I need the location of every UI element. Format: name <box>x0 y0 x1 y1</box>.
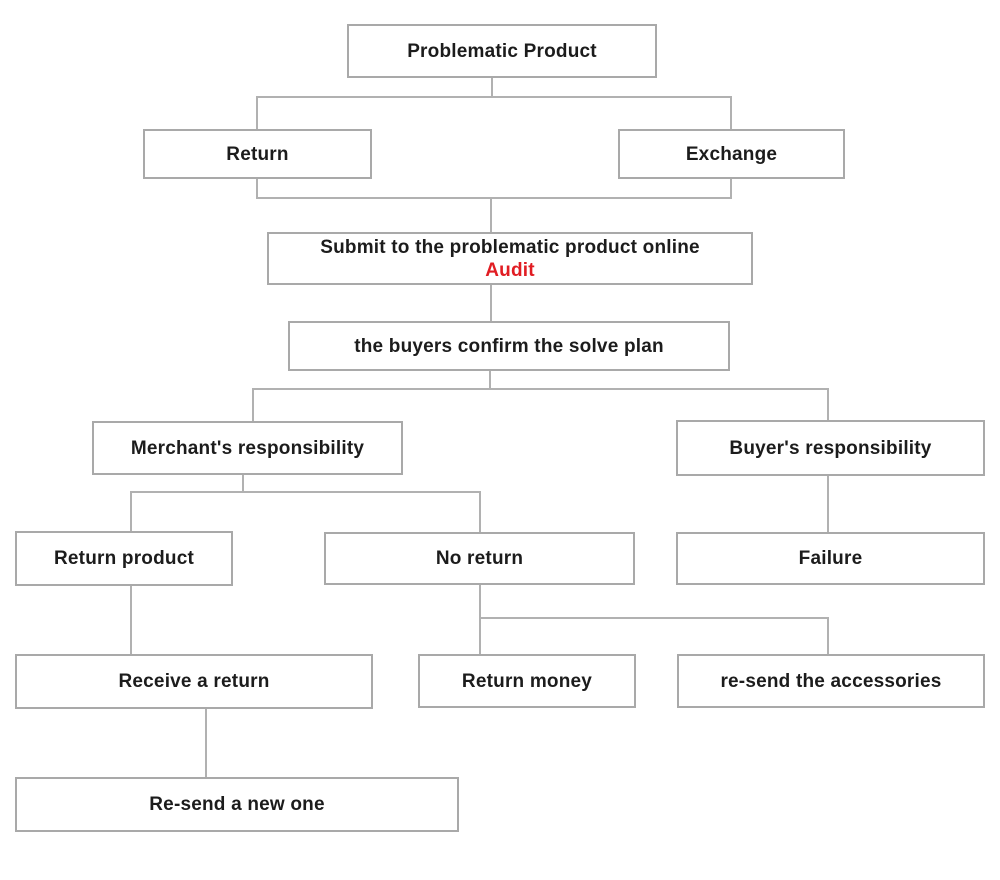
node-buyers-confirm: the buyers confirm the solve plan <box>288 321 730 371</box>
connector <box>490 285 492 322</box>
connector <box>827 476 829 533</box>
connector <box>205 709 207 778</box>
node-submit-audit: Submit to the problematic product online… <box>267 232 753 285</box>
connector <box>256 197 732 199</box>
node-label: Re-send a new one <box>149 794 325 815</box>
node-merchant-responsibility: Merchant's responsibility <box>92 421 403 475</box>
connector <box>252 388 829 390</box>
node-label: Return product <box>53 548 194 569</box>
node-label: Buyer's responsibility <box>729 437 932 459</box>
node-label: Problematic Product <box>407 40 597 62</box>
connector <box>490 197 492 233</box>
node-no-return: No return <box>324 532 635 585</box>
connector <box>489 371 491 389</box>
connector <box>730 179 732 199</box>
connector <box>256 96 258 130</box>
connector <box>256 179 258 199</box>
node-label: Return <box>226 143 289 165</box>
connector <box>479 585 481 655</box>
node-exchange: Exchange <box>618 129 845 179</box>
connector <box>252 388 254 422</box>
connector <box>730 96 732 130</box>
node-resend-accessories: re-send the accessories <box>677 654 985 708</box>
node-label: Failure <box>798 548 863 569</box>
node-problematic-product: Problematic Product <box>347 24 657 78</box>
node-label: re-send the accessories <box>720 670 942 692</box>
node-label: No return <box>435 548 524 569</box>
node-label: Receive a return <box>118 671 270 692</box>
connector <box>130 491 481 493</box>
node-return: Return <box>143 129 372 179</box>
node-label: Merchant's responsibility <box>130 437 365 459</box>
node-label: Submit to the problematic product online <box>320 236 700 258</box>
node-return-product: Return product <box>15 531 233 586</box>
node-buyer-responsibility: Buyer's responsibility <box>676 420 985 476</box>
node-label: Return money <box>461 670 593 692</box>
node-receive-return: Receive a return <box>15 654 373 709</box>
node-label: the buyers confirm the solve plan <box>354 335 664 357</box>
node-resend-new-one: Re-send a new one <box>15 777 459 832</box>
connector <box>256 96 732 98</box>
connector <box>479 617 829 619</box>
node-return-money: Return money <box>418 654 636 708</box>
connector <box>827 617 829 655</box>
connector <box>242 475 244 493</box>
connector <box>479 491 481 532</box>
connector <box>130 491 132 532</box>
connector <box>491 78 493 98</box>
node-failure: Failure <box>676 532 985 585</box>
node-label: Exchange <box>685 143 778 165</box>
node-sublabel-audit: Audit <box>485 259 535 281</box>
connector <box>130 586 132 655</box>
connector <box>827 388 829 421</box>
